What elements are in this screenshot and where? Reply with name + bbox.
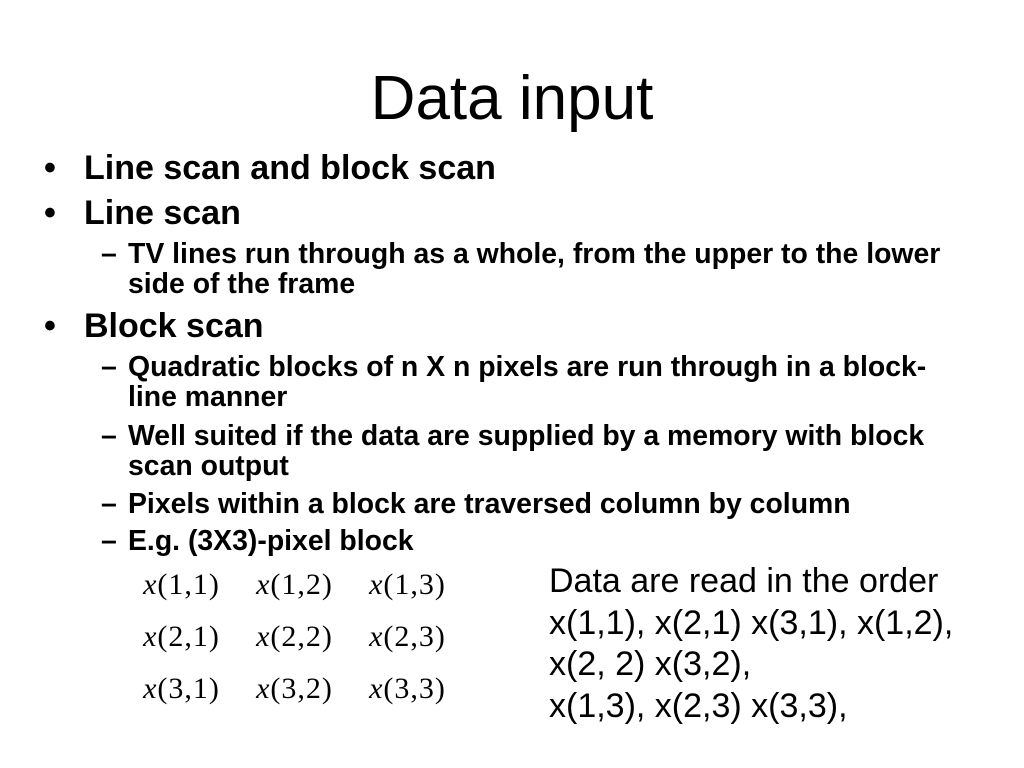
matrix-index: (3,3) [383,672,446,705]
sub-bullet-item: – TV lines run through as a whole, from … [101,239,958,299]
matrix-cell: x(2,3) [351,611,464,663]
sub-bullet-item: – Pixels within a block are traversed co… [101,489,958,519]
matrix-cell: x(1,1) [125,559,238,611]
bullet-item: • Line scan [44,193,984,233]
bullet-text: Line scan [84,194,241,232]
bullet-marker: • [44,149,56,187]
sub-bullet-text: TV lines run through as a whole, from th… [128,238,941,300]
matrix-cell: x(1,2) [238,559,351,611]
matrix-index: (1,1) [157,568,220,601]
sub-bullet-text: E.g. (3X3)-pixel block [128,525,414,557]
matrix-row: x(2,1) x(2,2) x(2,3) [125,611,464,663]
sub-bullet-marker: – [101,525,117,557]
note-line: x(1,3), x(2,3) x(3,3), [549,686,848,725]
sub-bullet-text: Quadratic blocks of n X n pixels are run… [128,351,927,413]
matrix-index: (3,2) [270,672,333,705]
matrix-cell: x(3,3) [351,663,464,715]
sub-bullet-marker: – [101,238,117,270]
matrix-index: (2,3) [383,620,446,653]
matrix-variable: x [256,620,271,653]
sub-bullet-marker: – [101,351,117,383]
bullet-text: Block scan [84,307,264,345]
matrix-index: (1,2) [270,568,333,601]
matrix-variable: x [143,568,158,601]
slide-title: Data input [370,64,654,133]
matrix-cell: x(2,2) [238,611,351,663]
sub-bullet-marker: – [101,488,117,520]
bullet-item: • Block scan [44,306,984,346]
sub-bullet-item: – Well suited if the data are supplied b… [101,421,958,481]
matrix-cell: x(3,2) [238,663,351,715]
matrix-cell: x(1,3) [351,559,464,611]
pixel-block-matrix: x(1,1) x(1,2) x(1,3) x(2,1) x(2,2) x(2,3… [125,559,464,715]
sub-bullet-text: Pixels within a block are traversed colu… [128,488,851,520]
matrix-cell: x(3,1) [125,663,238,715]
matrix-variable: x [369,620,384,653]
matrix-index: (1,3) [383,568,446,601]
matrix-index: (2,2) [270,620,333,653]
matrix-variable: x [256,568,271,601]
note-line: x(1,1), x(2,1) x(3,1), x(1,2), [549,603,954,642]
sub-bullet-item: – Quadratic blocks of n X n pixels are r… [101,352,958,412]
note-line: x(2, 2) x(3,2), [549,645,752,683]
sub-bullet-text: Well suited if the data are supplied by … [128,420,925,482]
sub-bullet-item: – E.g. (3X3)-pixel block [101,526,958,556]
matrix-variable: x [369,672,384,705]
bullet-text: Line scan and block scan [84,149,496,187]
bullet-marker: • [44,307,56,345]
matrix-variable: x [369,568,384,601]
matrix-row: x(3,1) x(3,2) x(3,3) [125,663,464,715]
matrix-row: x(1,1) x(1,2) x(1,3) [125,559,464,611]
bullet-item: • Line scan and block scan [44,148,984,188]
matrix-index: (2,1) [157,620,220,653]
bullet-marker: • [44,194,56,232]
matrix-cell: x(2,1) [125,611,238,663]
read-order-note: Data are read in the order x(1,1), x(2,1… [549,561,953,727]
matrix-variable: x [143,620,158,653]
matrix-variable: x [256,672,271,705]
matrix-index: (3,1) [157,672,220,705]
note-line: Data are read in the order [549,562,939,600]
matrix-variable: x [143,672,158,705]
sub-bullet-marker: – [101,420,117,452]
